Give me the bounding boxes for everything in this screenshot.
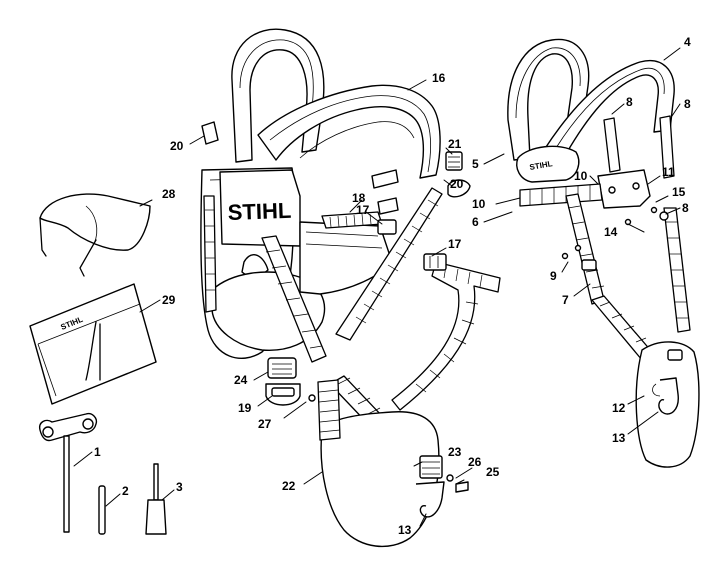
side-plate bbox=[597, 169, 651, 209]
part-label-12: 12 bbox=[612, 401, 626, 415]
part-label-8b: 8 bbox=[684, 97, 691, 111]
part-label-1: 1 bbox=[94, 445, 101, 459]
part-label-18: 18 bbox=[352, 191, 366, 205]
part-label-8a: 8 bbox=[626, 95, 633, 109]
locking-pin bbox=[98, 485, 106, 535]
part-label-17a: 17 bbox=[356, 203, 370, 217]
combination-wrench bbox=[38, 412, 98, 533]
part-label-15: 15 bbox=[672, 185, 686, 199]
padded-yoke bbox=[257, 84, 441, 179]
leader-lines bbox=[73, 47, 681, 527]
part-label-20a: 20 bbox=[170, 139, 184, 153]
part-label-25: 25 bbox=[486, 465, 500, 479]
part-label-22: 22 bbox=[282, 479, 296, 493]
part-label-13a: 13 bbox=[612, 431, 626, 445]
brand-plate bbox=[219, 169, 301, 247]
part-label-10a: 10 bbox=[574, 169, 588, 183]
waist-belt bbox=[391, 261, 501, 411]
strap-adjuster bbox=[445, 151, 463, 171]
part-label-2: 2 bbox=[122, 484, 129, 498]
part-label-20b: 20 bbox=[450, 177, 464, 191]
chest-belt bbox=[519, 183, 603, 207]
part-label-14: 14 bbox=[604, 225, 618, 239]
part-label-16: 16 bbox=[432, 71, 446, 85]
part-label-23: 23 bbox=[448, 445, 462, 459]
part-label-19: 19 bbox=[238, 401, 252, 415]
chest-buckle bbox=[377, 219, 397, 235]
part-label-24: 24 bbox=[234, 373, 248, 387]
strap-clip-left bbox=[201, 121, 219, 145]
part-label-6: 6 bbox=[472, 215, 479, 229]
right-shoulder-strap bbox=[335, 187, 443, 341]
part-label-17b: 17 bbox=[448, 237, 462, 251]
washer-26 bbox=[446, 474, 454, 482]
part-label-7: 7 bbox=[562, 293, 569, 307]
part-label-5: 5 bbox=[472, 157, 479, 171]
right-harness-assembly bbox=[507, 38, 700, 468]
rear-shoulder-pad bbox=[507, 38, 590, 161]
part-label-27: 27 bbox=[258, 417, 272, 431]
buckle-19 bbox=[265, 383, 301, 406]
belt-buckle bbox=[423, 253, 447, 271]
part-labels: 1 2 3 4 5 6 7 8 8 8 9 10 10 11 12 13 13 … bbox=[94, 35, 691, 537]
washer-27 bbox=[308, 394, 316, 402]
yoke-plate bbox=[516, 145, 580, 183]
part-label-3: 3 bbox=[176, 480, 183, 494]
part-label-10b: 10 bbox=[472, 197, 486, 211]
tool-pouch bbox=[29, 283, 157, 405]
part-label-29: 29 bbox=[162, 293, 176, 307]
harness-assembly bbox=[200, 28, 501, 548]
buckle-24 bbox=[267, 357, 297, 379]
strap-clip-right bbox=[447, 179, 471, 198]
carabiner-hook bbox=[658, 377, 679, 415]
part-label-9: 9 bbox=[550, 269, 557, 283]
part-label-13b: 13 bbox=[398, 523, 412, 537]
part-label-4: 4 bbox=[684, 35, 691, 49]
part-label-26: 26 bbox=[468, 455, 482, 469]
safety-glasses bbox=[39, 193, 151, 277]
part-label-11: 11 bbox=[662, 165, 675, 179]
screw-25 bbox=[455, 481, 469, 493]
brand-mark-yoke: STIHL bbox=[529, 159, 553, 172]
screwdriver bbox=[145, 463, 167, 535]
hook-assembly bbox=[415, 455, 445, 518]
brand-mark-main: STIHL bbox=[227, 198, 291, 225]
part-label-28: 28 bbox=[162, 187, 176, 201]
part-label-21: 21 bbox=[448, 137, 462, 151]
part-label-8c: 8 bbox=[682, 201, 689, 215]
